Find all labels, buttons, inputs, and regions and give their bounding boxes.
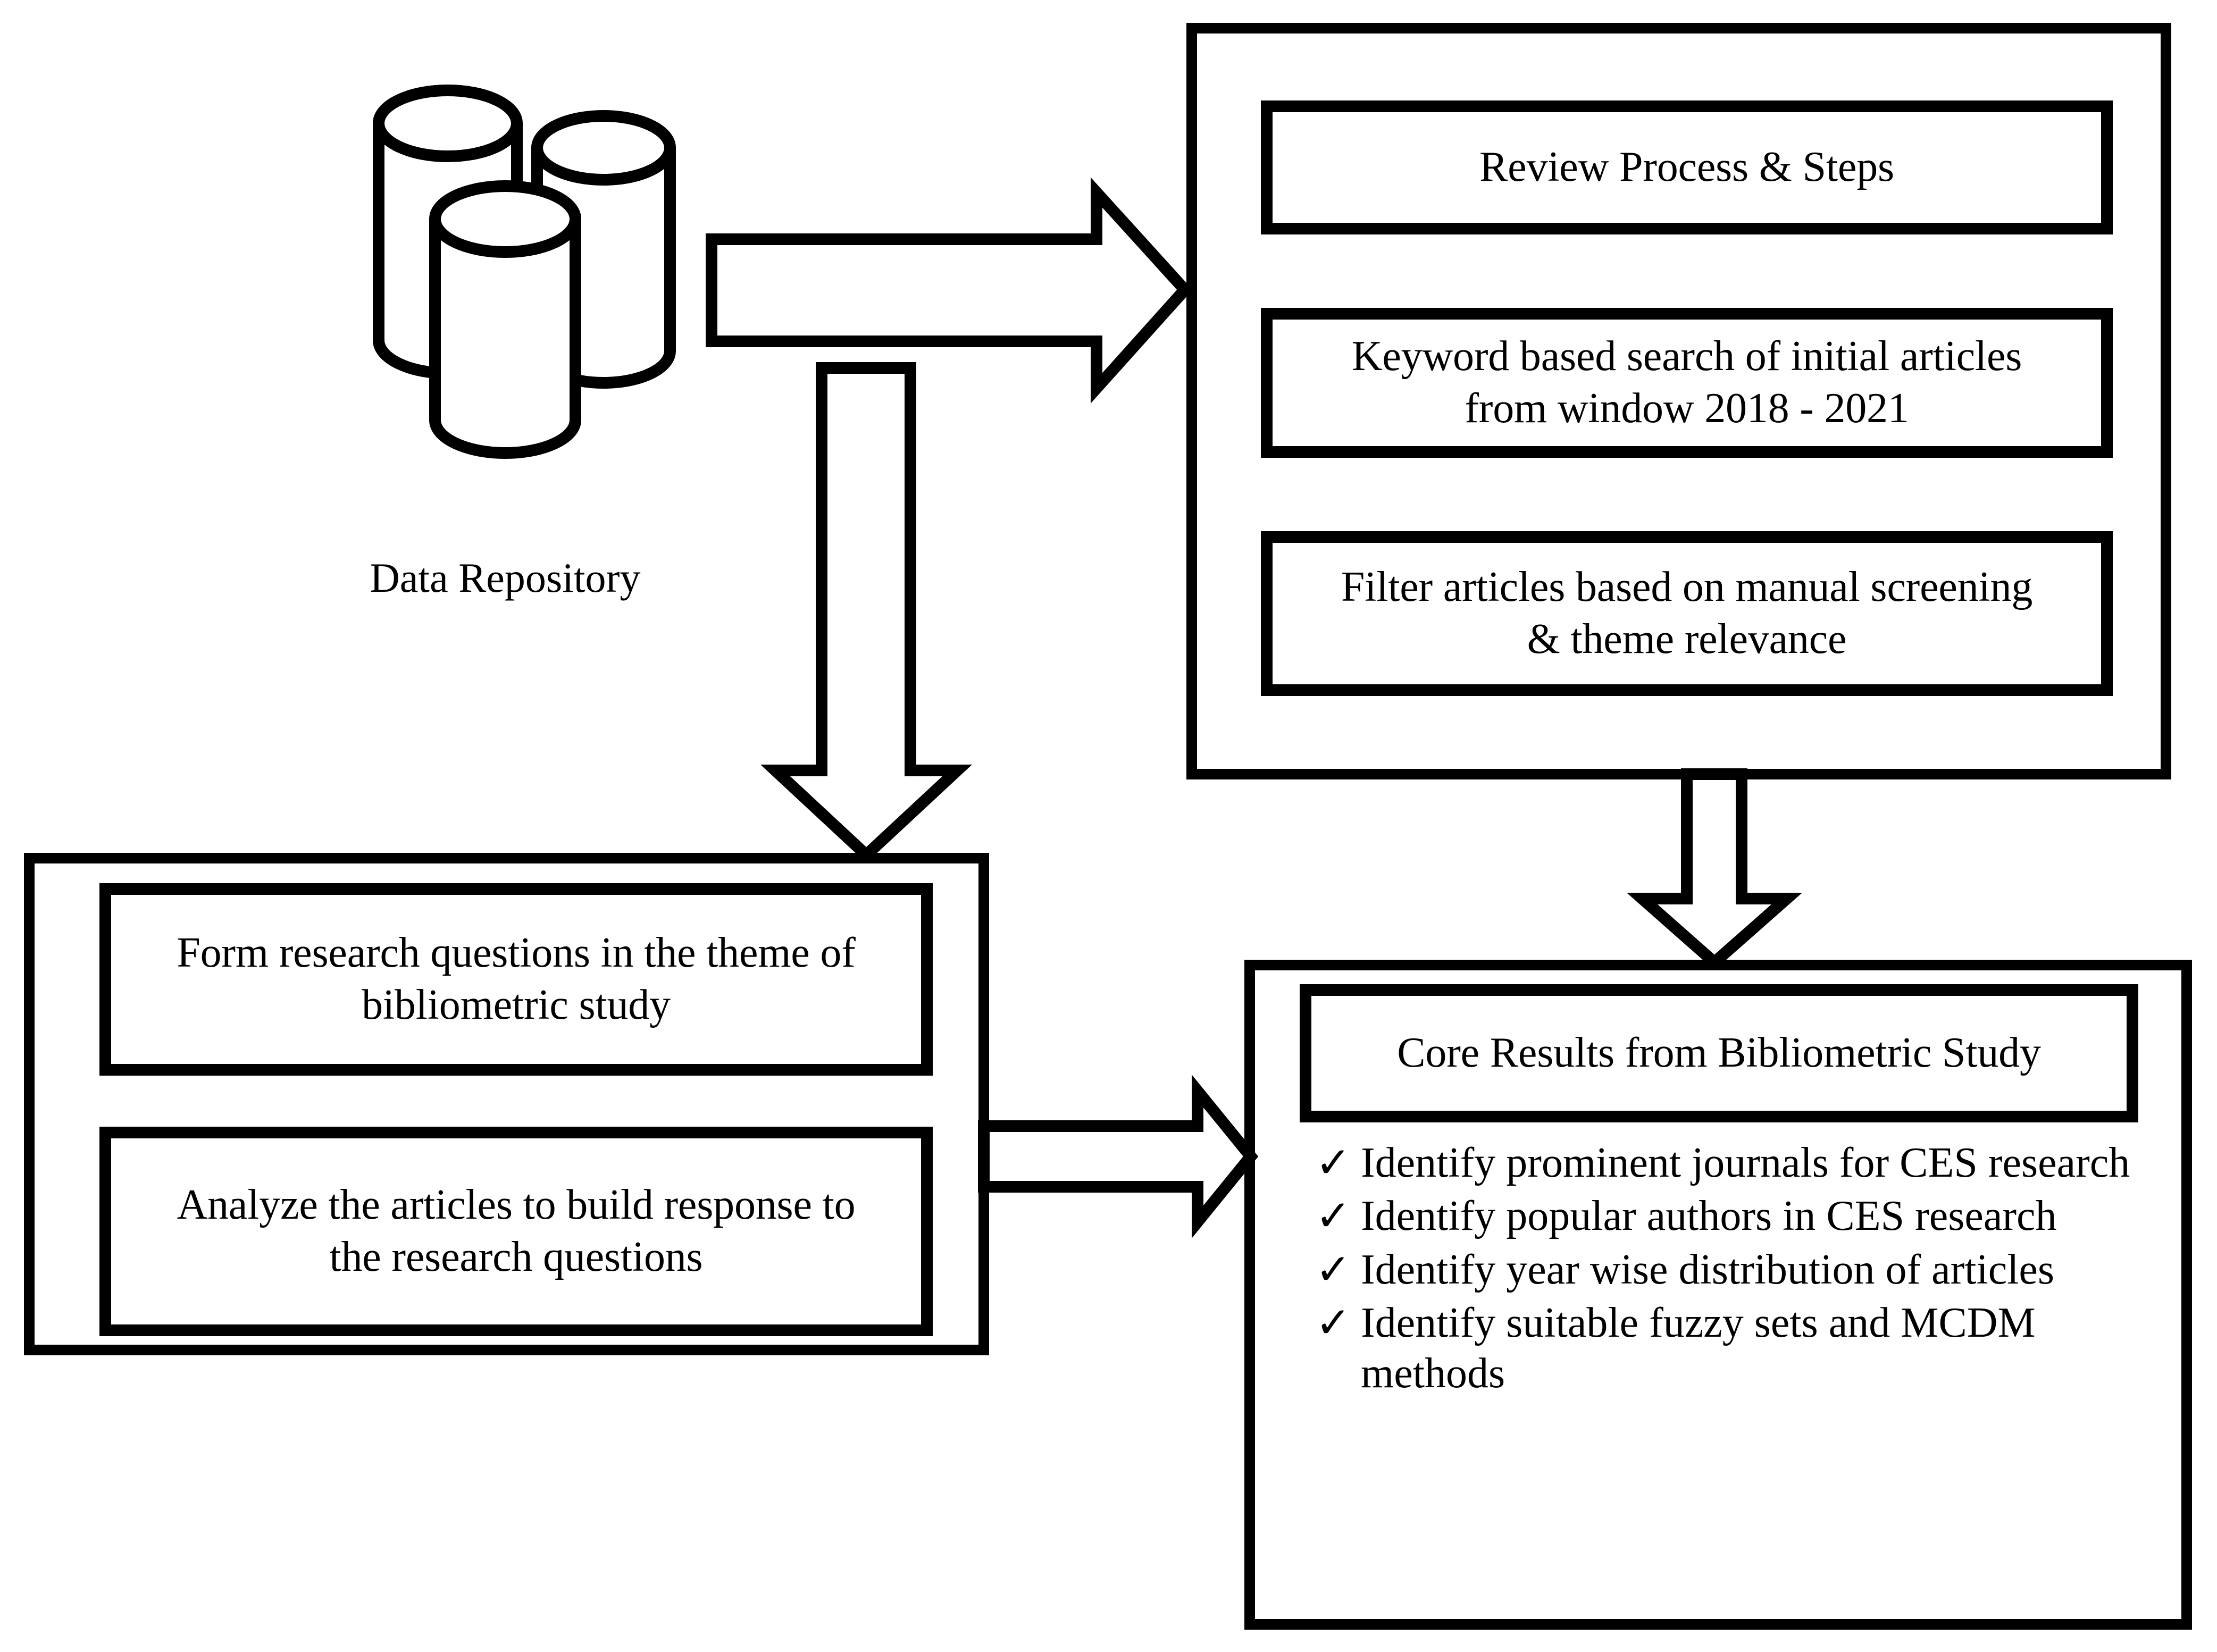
core-results-item-text: Identify popular authors in CES research (1361, 1193, 2057, 1240)
core-results-item-text: Identify prominent journals for CES rese… (1361, 1139, 2130, 1186)
core-results-heading-text: Core Results from Bibliometric Study (1397, 1029, 2041, 1077)
check-icon: ✓ (1315, 1298, 1351, 1348)
research-step-text-1: Form research questions in the theme of … (177, 929, 856, 1028)
data-repository-caption: Data Repository (229, 554, 782, 602)
check-icon: ✓ (1315, 1244, 1351, 1294)
review-step-box-1 (1261, 100, 2113, 234)
research-step-label-2: Analyze the articles to build response t… (105, 1133, 927, 1330)
check-icon: ✓ (1315, 1191, 1351, 1241)
review-step-box-2 (1261, 308, 2113, 458)
review-step-label-1: Review Process & Steps (1267, 106, 2107, 229)
core-results-list-item: ✓ Identify suitable fuzzy sets and MCDM … (1306, 1298, 2156, 1398)
arrow-repository-to-research (760, 362, 972, 863)
check-icon: ✓ (1315, 1138, 1351, 1187)
data-repository-caption-label: Data Repository (370, 555, 641, 601)
review-step-text-2: Keyword based search of initial articles… (1351, 333, 2022, 432)
core-results-list-item: ✓ Identify prominent journals for CES re… (1306, 1138, 2156, 1188)
research-step-box-1 (99, 883, 933, 1076)
research-step-box-2 (99, 1127, 933, 1336)
core-results-list-item: ✓ Identify popular authors in CES resear… (1306, 1191, 2156, 1241)
database-cylinders-icon (373, 85, 676, 459)
core-results-item-text: Identify year wise distribution of artic… (1361, 1246, 2055, 1293)
review-step-box-3 (1261, 531, 2113, 696)
review-step-text-3: Filter articles based on manual screenin… (1341, 564, 2033, 663)
review-step-text-1: Review Process & Steps (1479, 144, 1894, 191)
research-step-label-1: Form research questions in the theme of … (105, 889, 927, 1070)
arrow-repository-to-review (706, 177, 1193, 404)
review-step-label-3: Filter articles based on manual screenin… (1267, 537, 2107, 690)
core-results-heading-label: Core Results from Bibliometric Study (1306, 990, 2132, 1117)
arrow-review-to-results (1626, 768, 1803, 970)
core-results-list-item: ✓ Identify year wise distribution of art… (1306, 1245, 2156, 1295)
review-step-label-2: Keyword based search of initial articles… (1267, 314, 2107, 452)
research-step-text-2: Analyze the articles to build response t… (177, 1181, 856, 1280)
core-results-heading-box (1300, 984, 2138, 1122)
arrow-research-to-results (978, 1075, 1259, 1238)
core-results-item-text: Identify suitable fuzzy sets and MCDM me… (1361, 1299, 2036, 1397)
core-results-checklist: ✓ Identify prominent journals for CES re… (1306, 1138, 2156, 1402)
